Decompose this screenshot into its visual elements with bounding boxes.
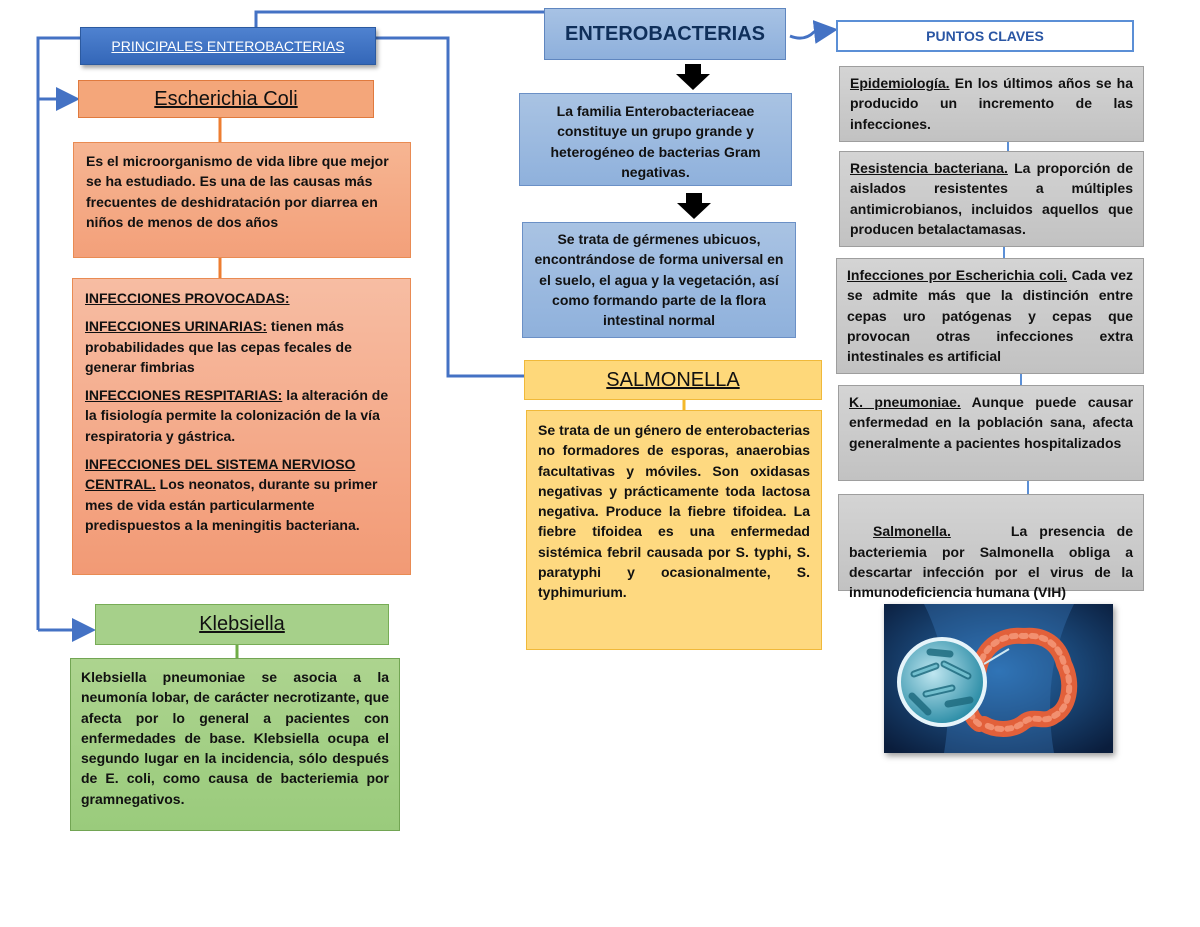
punto-resistencia: Resistencia bacteriana. La proporción de… (839, 151, 1144, 247)
connector-main-principales (254, 10, 544, 27)
urinarias-text: tienen más probabilidades que las cepas … (85, 318, 352, 375)
ecoli-description: Es el microorganismo de vida libre que m… (73, 142, 411, 258)
germenes-description: Se trata de gérmenes ubicuos, encontránd… (522, 222, 796, 338)
main-title: ENTEROBACTERIAS (544, 8, 786, 60)
salmonella-title: SALMONELLA (524, 360, 822, 400)
punto-kpneumoniae: K. pneumoniae. Aunque puede causar enfer… (838, 385, 1144, 481)
arrow-down-icon (677, 193, 711, 219)
salmonella-description: Se trata de un género de enterobacterias… (526, 410, 822, 650)
puntos-claves-title: PUNTOS CLAVES (836, 20, 1134, 52)
connector-principales-salmonella (376, 36, 524, 378)
punto-text: Aunque puede causar enfermedad en la pob… (849, 394, 1134, 451)
punto-label: Resistencia bacteriana. (850, 160, 1008, 176)
principales-title: PRINCIPALES ENTEROBACTERIAS (80, 27, 376, 65)
klebsiella-title: Klebsiella (95, 604, 389, 645)
punto-label: Infecciones por Escherichia coli. (847, 267, 1067, 283)
punto-text: En los últimos años se ha producido un i… (850, 75, 1133, 132)
urinarias-label: INFECCIONES URINARIAS: (85, 318, 268, 335)
respiratorias-label: INFECCIONES RESPITARIAS: (85, 387, 283, 404)
snc-label: INFECCIONES DEL SISTEMA NERVIOSO CENTRAL… (85, 456, 356, 493)
intestine-bacteria-illustration (884, 604, 1113, 753)
punto-text: Cada vez se admite más que la distinción… (847, 267, 1133, 365)
punto-label: K. pneumoniae. (849, 394, 961, 410)
connector-main-puntos (789, 20, 838, 44)
connector-principales-left (36, 36, 80, 630)
punto-epidemiologia: Epidemiología. En los últimos años se ha… (839, 66, 1144, 142)
punto-text: La presencia de bacteriemia por Salmonel… (849, 523, 1137, 601)
ecoli-title: Escherichia Coli (78, 80, 374, 118)
ecoli-infecciones: INFECCIONES PROVOCADAS: INFECCIONES URIN… (72, 278, 411, 575)
punto-salmonella: Salmonella. La presencia de bacteriemia … (838, 494, 1144, 600)
punto-text: La proporción de aislados resistentes a … (850, 160, 1133, 237)
punto-ecoli: Infecciones por Escherichia coli. Cada v… (836, 258, 1144, 374)
punto-label: Salmonella. (873, 523, 951, 540)
infecciones-heading: INFECCIONES PROVOCADAS: (85, 290, 290, 306)
arrow-down-icon (676, 64, 710, 90)
snc-text: Los neonatos, durante su primer mes de v… (85, 476, 378, 533)
familia-description: La familia Enterobacteriaceae constituye… (519, 93, 792, 186)
punto-label: Epidemiología. (850, 75, 950, 91)
klebsiella-description: Klebsiella pneumoniae se asocia a la neu… (70, 658, 400, 831)
respiratorias-text: la alteración de la fisiología permite l… (85, 387, 389, 444)
